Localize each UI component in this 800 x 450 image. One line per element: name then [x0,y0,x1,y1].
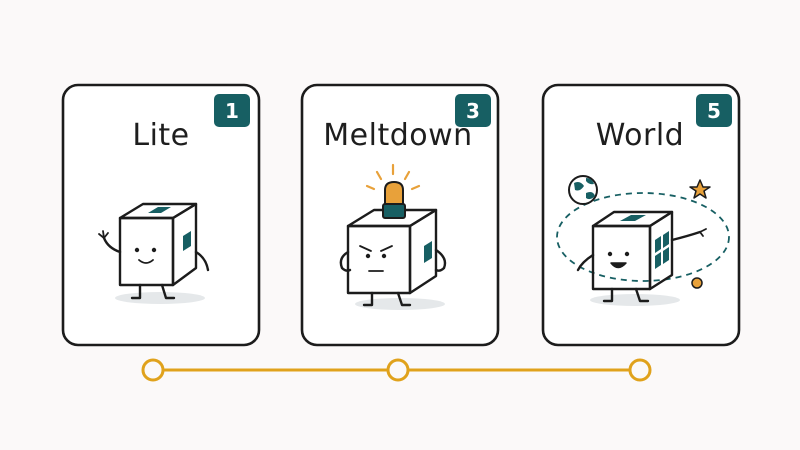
card-badge [696,94,732,127]
side-window-icon [183,231,191,251]
arm-left-on-hip [339,250,352,272]
card-badge-number: 5 [707,99,721,123]
shadow [355,298,445,310]
card-frame [61,83,261,347]
eye-left [365,253,371,259]
card-title: Lite [132,118,189,153]
card-title: Meltdown [323,118,472,153]
card-world: 5 World [541,83,741,347]
leg-right [396,291,412,307]
card-badge [214,94,250,127]
leg-left [602,287,614,303]
eye-right [381,253,387,259]
shadow [115,292,205,304]
beacon-base [382,203,406,219]
side-window-grid-icon [655,231,669,269]
eye-right [151,247,157,253]
cube-side [171,202,198,287]
leg-right [160,283,176,300]
card-title: World [596,118,684,153]
card-badge-number: 3 [466,99,480,123]
alarm-light-icon [384,180,404,205]
card-badge [455,94,491,127]
orbit-path [556,192,730,282]
leg-left [362,291,374,307]
timeline-node-1 [141,358,165,382]
arm-right-on-hip [434,248,447,272]
brow-right [380,245,393,252]
timeline-node-2 [386,358,410,382]
planet-icon [691,277,703,289]
pointing-hand-icon [699,228,707,237]
cube-side [408,208,438,295]
side-window-icon [424,241,432,263]
leg-right [634,287,650,303]
open-smile-mouth [610,262,627,269]
cube-character-angry [339,163,447,310]
timeline [141,358,652,382]
alarm-rays-icon [365,163,421,191]
globe-icon [568,175,598,205]
arm-right [194,250,210,272]
card-meltdown: 3 Meltdown [300,83,500,347]
brow-left [359,245,372,252]
top-panel-icon [148,207,171,213]
cube-character-waving [98,202,210,304]
cube-side [648,210,674,291]
waving-hand-icon [98,230,109,239]
cube-character-pointing [576,210,707,306]
star-icon [689,179,711,199]
timeline-node-3 [628,358,652,382]
eye-left [134,247,140,253]
arm-left [576,253,595,272]
top-panel-icon [620,215,646,221]
leg-left [130,283,142,300]
smile-mouth [138,259,154,264]
card-lite: 1 Lite [61,83,261,347]
eye-right [624,251,630,257]
card-badge-number: 1 [225,99,239,123]
arm-pointing [670,230,702,242]
eye-left [607,251,613,257]
arm-waving [102,236,122,254]
